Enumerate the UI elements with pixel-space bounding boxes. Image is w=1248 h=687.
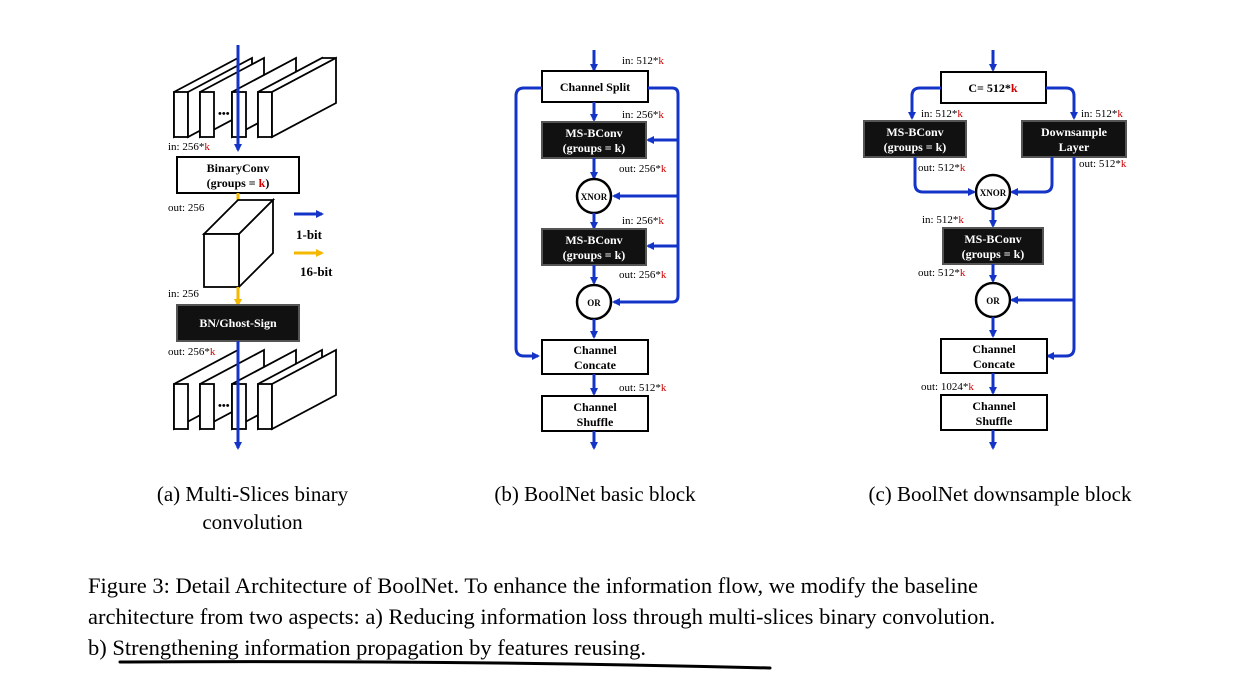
or-label: OR bbox=[587, 298, 601, 308]
caption-line-2: architecture from two aspects: a) Reduci… bbox=[88, 604, 996, 629]
figure-caption: Figure 3: Detail Architecture of BoolNet… bbox=[88, 570, 1238, 663]
subcaption-b: (b) BoolNet basic block bbox=[440, 480, 750, 508]
out-label-right: out: 512*k bbox=[1079, 158, 1127, 170]
downsample-label-1: Downsample bbox=[1041, 125, 1108, 139]
subcaption-b-text: (b) BoolNet basic block bbox=[494, 482, 696, 506]
in-label-mid: in: 512*k bbox=[922, 214, 964, 226]
out-label-mid: out: 256 bbox=[168, 202, 205, 214]
ms-bconv-label-1: MS-BConv bbox=[565, 126, 622, 140]
channel-shuffle-box bbox=[541, 395, 649, 432]
in-label-256-b: in: 256*k bbox=[622, 215, 664, 227]
xnor-label: XNOR bbox=[980, 188, 1007, 198]
legend-1bit: 1-bit bbox=[296, 227, 323, 242]
channel-split-box bbox=[541, 70, 649, 103]
bn-ghost-sign-label: BN/Ghost-Sign bbox=[199, 316, 277, 330]
ms-bconv-groups: (groups = k) bbox=[884, 140, 947, 154]
out-label-1024: out: 1024*k bbox=[921, 381, 974, 393]
out-label-left: out: 512*k bbox=[918, 162, 966, 174]
shuffle-label-2: Shuffle bbox=[976, 414, 1013, 428]
ms-bconv-label: MS-BConv bbox=[886, 125, 943, 139]
slice-dots: ••• bbox=[218, 108, 230, 120]
channel-concate-box bbox=[940, 338, 1048, 374]
panel-b: in: 512*k Channel Split in: 256*k MS-BCo… bbox=[514, 50, 680, 450]
out-label-256-a: out: 256*k bbox=[619, 163, 667, 175]
shuffle-label-2: Shuffle bbox=[577, 415, 614, 429]
caption-line-3-suffix: . bbox=[640, 635, 646, 660]
channel-concate-box bbox=[541, 339, 649, 375]
concate-label-2: Concate bbox=[574, 358, 617, 372]
legend-16bit: 16-bit bbox=[300, 264, 333, 279]
concate-label-2: Concate bbox=[973, 357, 1016, 371]
in-label-top: in: 256*k bbox=[168, 141, 210, 153]
channel-shuffle-box bbox=[940, 394, 1048, 431]
caption-line-1: Figure 3: Detail Architecture of BoolNet… bbox=[88, 573, 979, 598]
caption-line-3: b) Strengthening information propagation… bbox=[88, 632, 1238, 663]
subcaption-a-line2: convolution bbox=[202, 510, 303, 534]
out-label-256-b: out: 256*k bbox=[619, 269, 667, 281]
ms-bconv-box bbox=[863, 120, 967, 158]
or-label: OR bbox=[986, 296, 1000, 306]
subcaption-a: (a) Multi-Slices binary convolution bbox=[120, 480, 385, 536]
subcaption-c-text: (c) BoolNet downsample block bbox=[868, 482, 1132, 506]
top-feature-slices: ••• bbox=[173, 56, 337, 139]
channel-split-label: Channel Split bbox=[560, 80, 630, 94]
handdrawn-underline bbox=[118, 660, 772, 670]
concate-label-1: Channel bbox=[573, 343, 617, 357]
ms-bconv-box-2 bbox=[541, 228, 647, 266]
out-label-mid: out: 512*k bbox=[918, 267, 966, 279]
subcaption-a-line1: (a) Multi-Slices binary bbox=[156, 482, 349, 506]
ms-bconv-groups-2: (groups = k) bbox=[962, 247, 1025, 261]
concate-label-1: Channel bbox=[972, 342, 1016, 356]
shuffle-label-1: Channel bbox=[972, 399, 1016, 413]
in-label-top: in: 512*k bbox=[622, 55, 664, 67]
bottom-feature-slices: ••• bbox=[173, 348, 337, 431]
ms-bconv-label-2: MS-BConv bbox=[565, 233, 622, 247]
ms-bconv-groups-2: (groups = k) bbox=[563, 248, 626, 262]
out-label-512: out: 512*k bbox=[619, 382, 667, 394]
caption-line-3-prefix: b) bbox=[88, 635, 113, 660]
binaryconv-groups: (groups = k) bbox=[207, 176, 270, 190]
bit-legend: 1-bit 16-bit bbox=[294, 210, 333, 279]
in-label-256-a: in: 256*k bbox=[622, 109, 664, 121]
bn-ghost-sign-box bbox=[176, 304, 300, 342]
panel-a: ••• in: 256*k BinaryConv (groups = k) ou… bbox=[168, 45, 337, 450]
panel-c: C= 512*k in: 512*k in: 512*k MS-BConv (g… bbox=[863, 50, 1127, 450]
subcaption-c: (c) BoolNet downsample block bbox=[820, 480, 1180, 508]
slice-dots-bottom: ••• bbox=[218, 400, 230, 412]
out-label-bottom: out: 256*k bbox=[168, 346, 216, 358]
ms-bconv-groups-1: (groups = k) bbox=[563, 141, 626, 155]
c-512k-label: C= 512*k bbox=[968, 81, 1018, 95]
ms-bconv-label-2: MS-BConv bbox=[964, 232, 1021, 246]
intermediate-feature-block bbox=[201, 197, 276, 290]
ms-bconv-box-1 bbox=[541, 121, 647, 159]
caption-underlined-phrase: Strengthening information propagation by… bbox=[112, 635, 641, 660]
in-label-left: in: 512*k bbox=[921, 108, 963, 120]
xnor-label: XNOR bbox=[581, 192, 608, 202]
shuffle-label-1: Channel bbox=[573, 400, 617, 414]
binaryconv-label: BinaryConv bbox=[207, 161, 270, 175]
downsample-label-2: Layer bbox=[1059, 140, 1090, 154]
in-label-mid: in: 256 bbox=[168, 288, 199, 300]
in-label-right: in: 512*k bbox=[1081, 108, 1123, 120]
downsample-layer-box bbox=[1021, 120, 1127, 158]
